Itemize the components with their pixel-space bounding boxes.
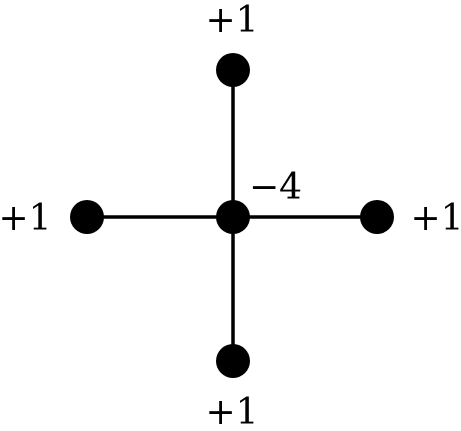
node-center [216,200,250,234]
node-top [216,53,250,87]
label-right-weight: +1 [410,198,461,239]
label-top-weight: +1 [205,0,258,41]
node-right [360,200,394,234]
label-left-weight: +1 [0,198,52,239]
label-center-weight: −4 [249,167,302,208]
node-bottom [216,344,250,378]
node-left [70,200,104,234]
label-bottom-weight: +1 [205,392,258,431]
